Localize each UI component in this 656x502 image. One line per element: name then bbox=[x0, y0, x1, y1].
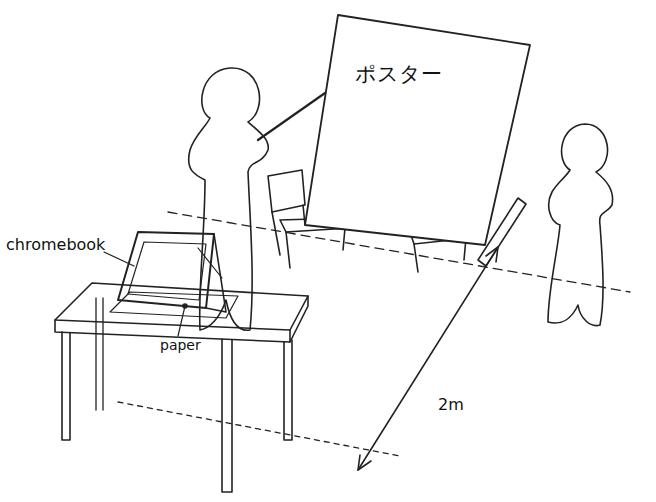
poster-title: ポスター bbox=[355, 60, 442, 88]
paper-label: paper bbox=[160, 338, 201, 353]
poster-outline bbox=[300, 12, 535, 250]
dimension-label: 2m bbox=[438, 396, 464, 414]
device-label: chromebook bbox=[6, 236, 105, 254]
poster-board: ポスター bbox=[300, 12, 535, 250]
